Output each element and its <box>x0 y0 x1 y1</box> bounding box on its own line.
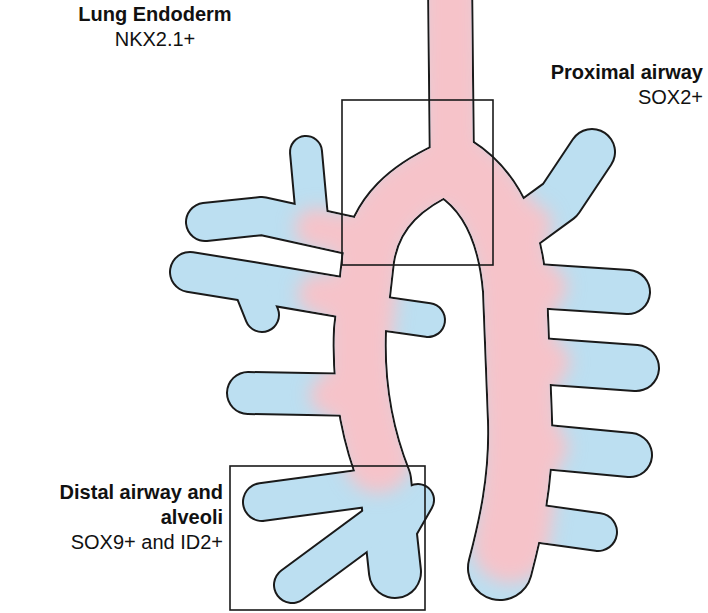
region-title: Lung Endoderm <box>60 2 250 27</box>
lung-outline <box>190 0 636 585</box>
region-title: Distal airway and alveoli <box>10 480 223 530</box>
proximal-fill <box>315 0 548 545</box>
proximal-region-box <box>342 100 493 265</box>
region-title: Proximal airway <box>500 60 703 85</box>
marker-label: SOX2+ <box>500 85 703 110</box>
marker-label: SOX9+ and ID2+ <box>10 530 223 555</box>
distal-region-box <box>230 466 425 610</box>
marker-label: NKX2.1+ <box>60 27 250 52</box>
distal-fill <box>190 0 636 585</box>
